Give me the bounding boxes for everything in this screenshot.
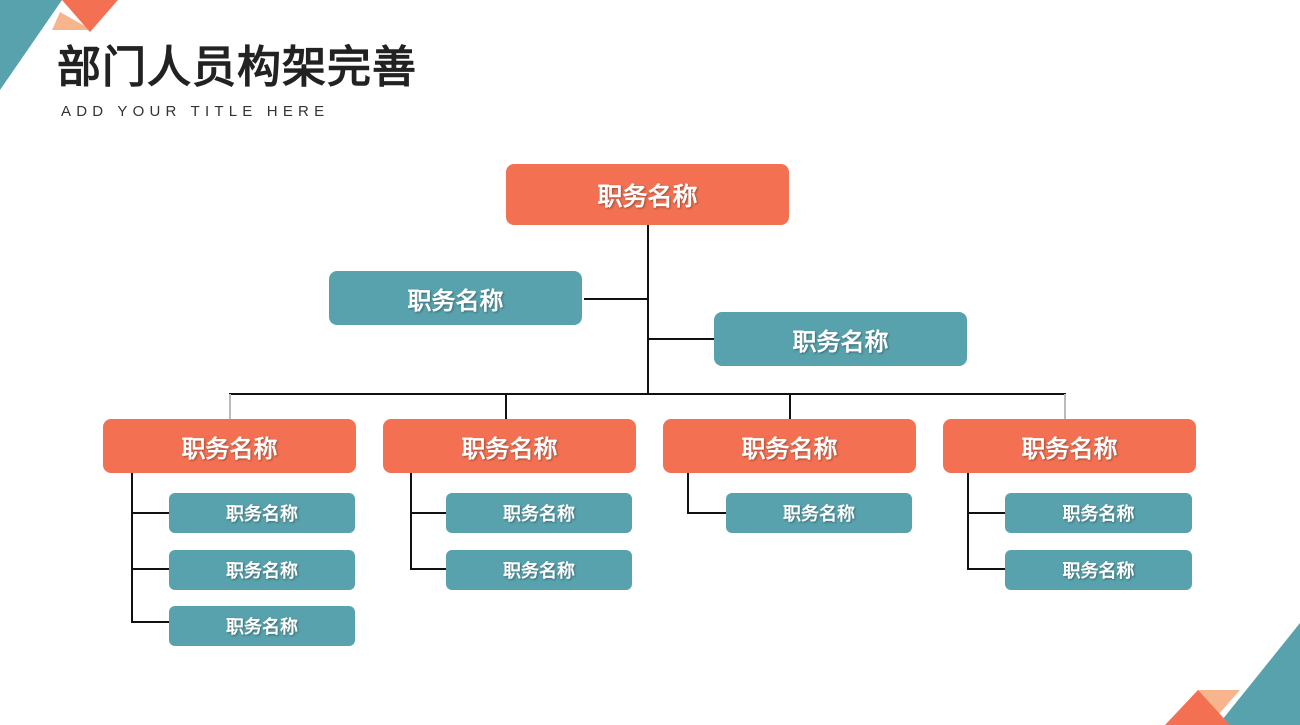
- connector-dept1-branch: [131, 621, 169, 623]
- corner-decoration-bottom-right: [1165, 623, 1300, 725]
- connector-dept4-spine: [967, 472, 969, 570]
- connector-dept3-branch: [687, 512, 726, 514]
- connector-right-assistant: [648, 338, 714, 340]
- corner-decoration-top-left: [0, 0, 118, 90]
- connector-dept2-spine: [410, 472, 412, 570]
- connector-dept1-spine: [131, 472, 133, 623]
- org-node-top: 职务名称: [506, 164, 789, 225]
- connector-dept1-branch: [131, 568, 169, 570]
- connector-dept3-spine: [687, 472, 689, 514]
- org-node-member: 职务名称: [1005, 550, 1192, 590]
- org-node-department-4: 职务名称: [943, 419, 1196, 473]
- connector-drop-4: [1064, 394, 1066, 419]
- connector-dept4-branch: [967, 512, 1005, 514]
- org-node-department-3: 职务名称: [663, 419, 916, 473]
- org-node-member: 职务名称: [446, 550, 632, 590]
- connector-left-assistant: [584, 298, 648, 300]
- org-node-department-2: 职务名称: [383, 419, 636, 473]
- org-node-assistant-left: 职务名称: [329, 271, 582, 325]
- page-title: 部门人员构架完善: [57, 42, 417, 93]
- connector-drop-1: [229, 394, 231, 419]
- connector-drop-3: [789, 394, 791, 419]
- org-node-department-1: 职务名称: [103, 419, 356, 473]
- org-node-member: 职务名称: [446, 493, 632, 533]
- org-node-assistant-right: 职务名称: [714, 312, 967, 366]
- connector-main-vertical: [647, 222, 649, 394]
- connector-dept2-branch: [410, 512, 446, 514]
- connector-dept1-branch: [131, 512, 169, 514]
- org-node-member: 职务名称: [726, 493, 912, 533]
- org-node-member: 职务名称: [1005, 493, 1192, 533]
- connector-drop-2: [505, 394, 507, 419]
- org-node-member: 职务名称: [169, 550, 355, 590]
- connector-dept2-branch: [410, 568, 446, 570]
- page-subtitle: ADD YOUR TITLE HERE: [61, 103, 330, 120]
- org-node-member: 职务名称: [169, 493, 355, 533]
- org-node-member: 职务名称: [169, 606, 355, 646]
- connector-horizontal-bus: [229, 393, 1066, 395]
- connector-dept4-branch: [967, 568, 1005, 570]
